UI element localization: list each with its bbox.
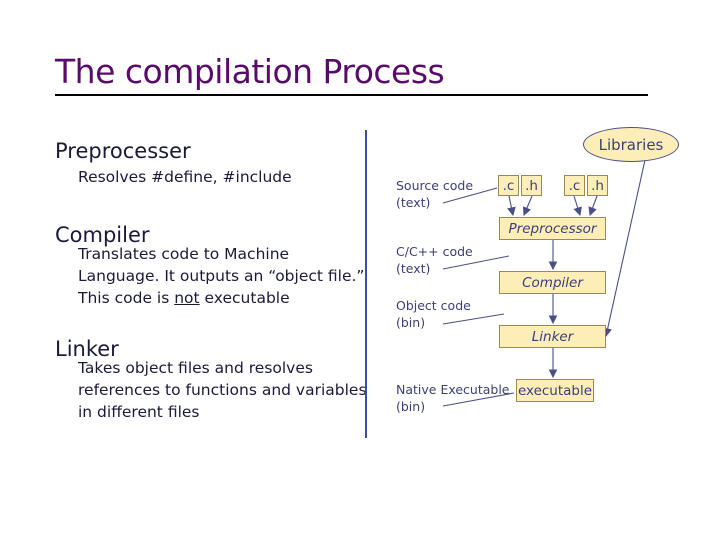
column-divider xyxy=(365,130,367,438)
title-underline xyxy=(55,94,648,96)
file-c-2: .c xyxy=(564,175,585,196)
file-c-1: .c xyxy=(498,175,519,196)
compiler-box: Compiler xyxy=(499,271,606,294)
libraries-node: Libraries xyxy=(583,127,679,162)
linker-box: Linker xyxy=(499,325,606,348)
preprocessor-description: Resolves #define, #include xyxy=(78,168,292,186)
compiler-heading: Compiler xyxy=(55,223,150,247)
label-object-code: Object code (bin) xyxy=(396,298,471,330)
compiler-text-before: Translates code to Machine Language. It … xyxy=(78,245,365,307)
compiler-description: Translates code to Machine Language. It … xyxy=(78,243,368,309)
preprocessor-heading: Preprocesser xyxy=(55,139,191,163)
linker-heading: Linker xyxy=(55,337,119,361)
compiler-text-emphasis: not xyxy=(174,289,200,307)
file-h-1: .h xyxy=(521,175,542,196)
compiler-text-after: executable xyxy=(199,289,290,307)
file-h-2: .h xyxy=(587,175,608,196)
linker-description: Takes object files and resolves referenc… xyxy=(78,359,367,421)
label-cpp-code: C/C++ code (text) xyxy=(396,244,473,276)
executable-box: executable xyxy=(516,379,594,402)
label-source-code: Source code (text) xyxy=(396,178,474,210)
label-native-executable: Native Executable (bin) xyxy=(396,382,510,414)
preprocessor-box: Preprocessor xyxy=(499,217,606,240)
slide-title: The compilation Process xyxy=(55,52,445,91)
